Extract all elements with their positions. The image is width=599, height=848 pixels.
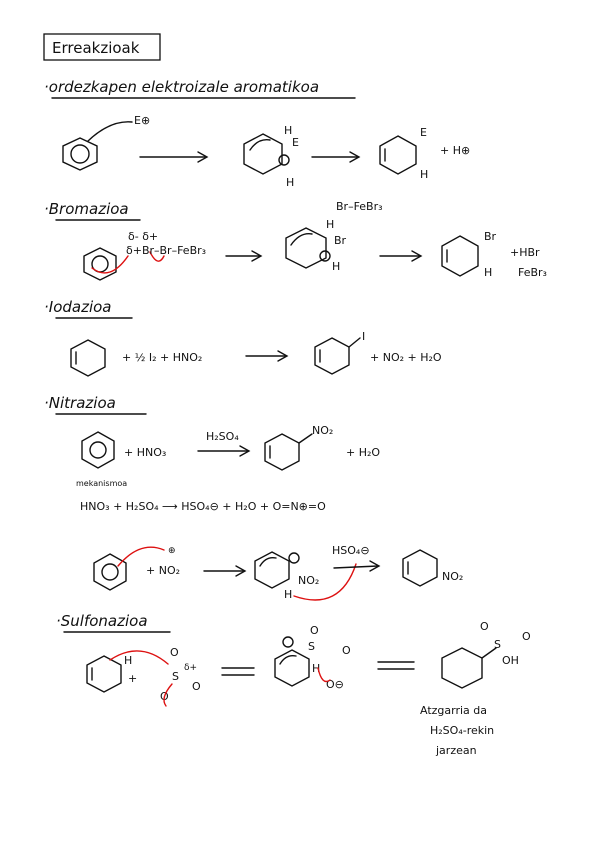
proton-transfer-arrow xyxy=(317,667,331,683)
nitronium-charge: ⊕ xyxy=(168,546,176,556)
nitronium-ion: + NO₂ xyxy=(146,564,180,577)
product-iodine-label: I xyxy=(362,330,365,343)
attack-arrow xyxy=(91,255,129,274)
intermediate-febr4-label: Br–FeBr₃ xyxy=(336,200,383,213)
attack-arrow xyxy=(117,546,165,567)
so3-oxygen-right: O xyxy=(192,680,201,693)
sigma-complex-ring xyxy=(285,227,331,269)
attack-arrow xyxy=(87,121,133,142)
intermediate-oxide-label: O⊖ xyxy=(326,678,344,691)
intermediate-h-label: H xyxy=(312,662,320,675)
product-ring xyxy=(314,337,361,375)
product-oxygen-right: O xyxy=(522,630,531,643)
note-line-3: jarzean xyxy=(435,744,477,757)
benzene-ring xyxy=(62,137,98,171)
iodination-reagents: + ½ I₂ + HNO₂ xyxy=(122,351,202,364)
product-no2-label: NO₂ xyxy=(312,424,333,437)
intermediate-sulfur: S xyxy=(308,640,315,653)
intermediate-h2-label: H xyxy=(286,176,294,189)
section-heading-sulfonazioa: ·Sulfonazioa xyxy=(56,612,148,630)
cyclohexyl-ring xyxy=(441,647,497,689)
product-e-label: E xyxy=(420,126,427,139)
intermediate-oxygen-top: O xyxy=(310,624,319,637)
so3-partial-charge: δ+ xyxy=(184,663,197,673)
benzene-ring xyxy=(93,553,127,591)
so3-oxygen-top: O xyxy=(170,646,179,659)
product-ring xyxy=(402,549,438,587)
side-product-hbr: +HBr xyxy=(510,246,540,259)
product-sulfur: S xyxy=(494,638,501,651)
partial-charges: δ- δ+ xyxy=(128,230,158,243)
product-hydroxyl: OH xyxy=(502,654,519,667)
title-box xyxy=(43,33,161,61)
note-line-1: Atzgarria da xyxy=(420,704,487,717)
reaction-arrow xyxy=(333,565,379,569)
nitration-catalyst: H₂SO₄ xyxy=(206,430,239,443)
note-line-2: H₂SO₄-rekin xyxy=(430,724,494,737)
intermediate-h-label: H xyxy=(284,124,292,137)
deprotonation-arrow xyxy=(293,563,357,601)
final-no2-label: NO₂ xyxy=(442,570,463,583)
benzene-ring xyxy=(86,655,122,693)
section-heading-bromazioa: ·Bromazioa xyxy=(44,200,129,218)
iodination-products: + NO₂ + H₂O xyxy=(370,351,442,364)
nitration-products: + H₂O xyxy=(346,446,380,459)
sigma-complex-ring xyxy=(274,636,310,687)
mechanism-equation: HNO₃ + H₂SO₄ ⟶ HSO₄⊖ + H₂O + O=N⊕=O xyxy=(80,500,326,513)
bromine-reagent: δ+Br–Br–FeBr₃ xyxy=(126,244,206,257)
product-ring xyxy=(379,135,417,175)
pi-shift-arrow xyxy=(163,683,173,707)
sigma-complex-ring xyxy=(254,551,300,589)
bond-break-arrow xyxy=(149,251,165,262)
product-oxygen-top: O xyxy=(480,620,489,633)
intermediate-br-label: Br xyxy=(334,234,347,247)
benzene-ring xyxy=(70,339,106,377)
product-br-label: Br xyxy=(484,230,497,243)
side-product-febr3: FeBr₃ xyxy=(518,266,547,279)
section-heading-nitrazioa: ·Nitrazioa xyxy=(44,394,116,412)
intermediate-h-label: H xyxy=(326,218,334,231)
benzene-ring xyxy=(83,247,117,281)
plus-sign: + xyxy=(128,672,137,685)
mechanism-label: mekanismoa xyxy=(76,479,127,488)
proton-product: + H⊕ xyxy=(440,144,470,157)
intermediate-no2-label: NO₂ xyxy=(298,574,319,587)
intermediate-h2-label: H xyxy=(332,260,340,273)
so3-sulfur: S xyxy=(172,670,179,683)
nitration-reagents: + HNO₃ xyxy=(124,446,166,459)
product-ring xyxy=(264,433,313,471)
base-label: HSO₄⊖ xyxy=(332,544,370,557)
section-heading-ordezkapen: ·ordezkapen elektroizale aromatikoa xyxy=(44,78,319,96)
intermediate-e-label: E xyxy=(292,136,299,149)
section-heading-iodazioa: ·Iodazioa xyxy=(44,298,112,316)
page-title: Erreakzioak xyxy=(52,39,140,57)
attack-arrow xyxy=(109,650,169,665)
product-h-label: H xyxy=(484,266,492,279)
intermediate-h-label: H xyxy=(284,588,292,601)
electrophile-label: E⊕ xyxy=(134,114,150,127)
product-ring xyxy=(441,235,479,277)
intermediate-oxygen-right: O xyxy=(342,644,351,657)
aromatic-h-label: H xyxy=(124,654,132,667)
benzene-ring xyxy=(81,431,115,469)
sigma-complex-ring xyxy=(243,133,290,175)
product-h-label: H xyxy=(420,168,428,181)
